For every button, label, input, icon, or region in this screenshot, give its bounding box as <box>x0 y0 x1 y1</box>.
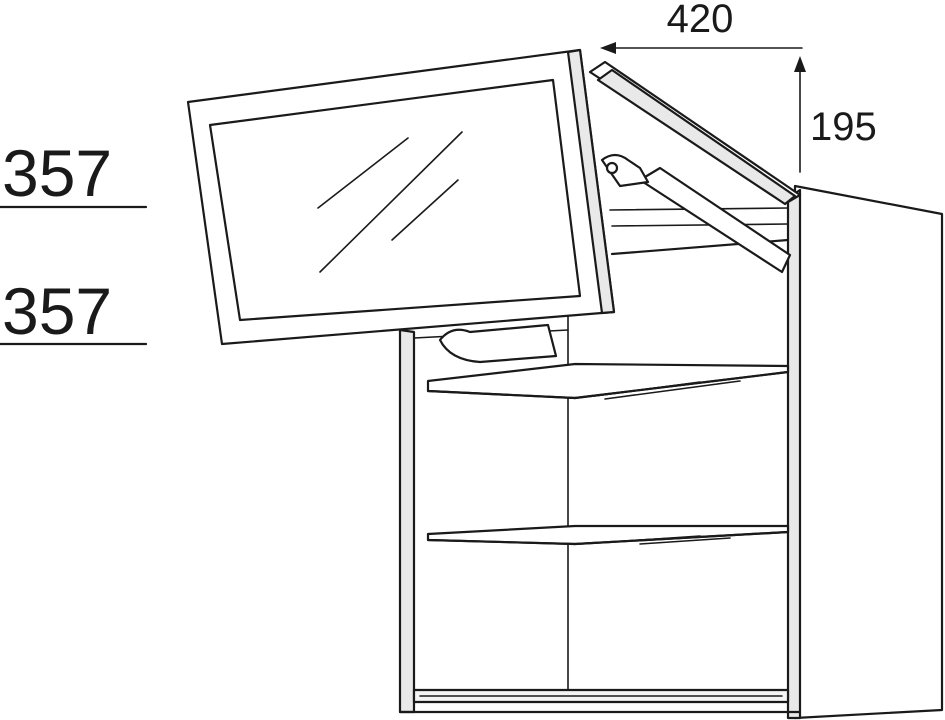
cabinet-body <box>398 184 944 720</box>
glass-door <box>186 48 616 346</box>
cabinet-left-side-panel <box>398 328 416 714</box>
dimension-width-label: 420 <box>667 0 734 41</box>
shelf-lower <box>426 524 790 546</box>
module-bottom-value: 357 <box>2 274 112 348</box>
glass-reflection-1 <box>317 137 409 209</box>
lift-mechanism-bottom <box>438 323 558 364</box>
shelf-upper <box>426 362 790 400</box>
cabinet-right-side-panel <box>793 184 944 720</box>
module-label-bottom: 357 <box>0 274 148 348</box>
lift-arm <box>600 153 792 274</box>
door-frame-edge <box>566 48 616 315</box>
module-label-top: 357 <box>0 136 148 210</box>
glass-reflection-2 <box>319 131 463 273</box>
cabinet-right-front-edge <box>786 188 802 720</box>
glass-reflection-3 <box>391 179 459 241</box>
door-glass-pane <box>208 78 582 322</box>
module-top-value: 357 <box>2 136 112 210</box>
dimension-height-label: 195 <box>810 105 877 149</box>
dimension-height: 195 <box>794 56 877 173</box>
top-panel <box>588 60 802 256</box>
dimension-width: 420 <box>600 0 803 54</box>
